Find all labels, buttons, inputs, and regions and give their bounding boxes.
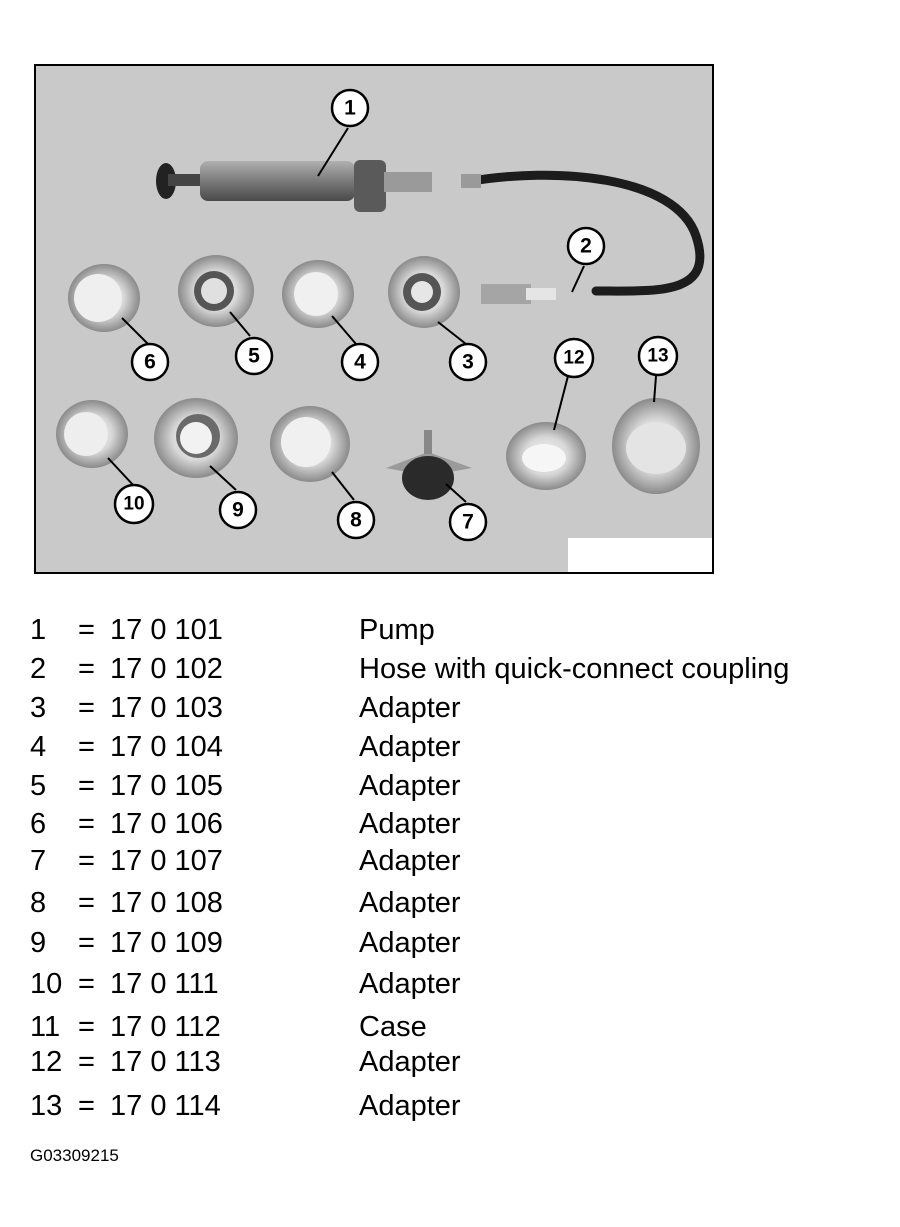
legend-equals: = bbox=[78, 845, 95, 877]
legend-number: 1 bbox=[30, 614, 47, 646]
legend-equals: = bbox=[78, 887, 95, 919]
legend-part-number: 17 0 113 bbox=[110, 1046, 221, 1078]
legend-number: 13 bbox=[30, 1090, 63, 1122]
legend-part-number: 17 0 104 bbox=[110, 731, 223, 763]
callout-5-label: 5 bbox=[248, 345, 260, 368]
callout-2: 2 bbox=[566, 226, 606, 266]
legend-part-number: 17 0 105 bbox=[110, 770, 223, 802]
callout-7-label: 7 bbox=[462, 511, 474, 534]
legend-description: Case bbox=[359, 1011, 427, 1043]
legend-number: 7 bbox=[30, 845, 47, 877]
legend-part-number: 17 0 102 bbox=[110, 653, 223, 685]
legend-equals: = bbox=[78, 927, 95, 959]
legend-number: 12 bbox=[30, 1046, 63, 1078]
callout-10: 10 bbox=[113, 483, 155, 525]
callout-9-label: 9 bbox=[232, 499, 244, 522]
callout-4: 4 bbox=[340, 342, 380, 382]
legend-description: Adapter bbox=[359, 1046, 461, 1078]
legend-description: Adapter bbox=[359, 770, 461, 802]
callout-8-label: 8 bbox=[350, 509, 362, 532]
legend-equals: = bbox=[78, 808, 95, 840]
legend-number: 6 bbox=[30, 808, 47, 840]
legend-description: Hose with quick-connect coupling bbox=[359, 653, 790, 685]
legend-part-number: 17 0 106 bbox=[110, 808, 223, 840]
legend-part-number: 17 0 108 bbox=[110, 887, 223, 919]
callout-12: 12 bbox=[553, 337, 595, 379]
callout-2-label: 2 bbox=[580, 235, 592, 258]
legend-number: 2 bbox=[30, 653, 47, 685]
illustration-canvas: 1 2 3 4 5 6 7 8 9 10 12 bbox=[56, 88, 712, 572]
legend-number: 11 bbox=[30, 1011, 61, 1043]
legend-description: Adapter bbox=[359, 927, 461, 959]
legend-number: 10 bbox=[30, 968, 63, 1000]
callout-12-label: 12 bbox=[563, 348, 584, 369]
legend-part-number: 17 0 101 bbox=[110, 614, 223, 646]
legend-part-number: 17 0 114 bbox=[110, 1090, 221, 1122]
callout-1: 1 bbox=[330, 88, 370, 128]
legend-number: 4 bbox=[30, 731, 47, 763]
legend-equals: = bbox=[78, 614, 95, 646]
adapters-row-2 bbox=[56, 398, 700, 500]
callout-9: 9 bbox=[218, 490, 258, 530]
legend-description: Adapter bbox=[359, 731, 461, 763]
callout-13: 13 bbox=[637, 335, 679, 377]
legend-equals: = bbox=[78, 1011, 95, 1043]
legend-part-number: 17 0 107 bbox=[110, 845, 223, 877]
callout-6: 6 bbox=[130, 342, 170, 382]
legend-equals: = bbox=[78, 1046, 95, 1078]
callout-13-label: 13 bbox=[647, 346, 668, 367]
legend-part-number: 17 0 109 bbox=[110, 927, 223, 959]
legend-equals: = bbox=[78, 770, 95, 802]
callout-3-label: 3 bbox=[462, 351, 474, 374]
callout-7: 7 bbox=[448, 502, 488, 542]
callout-4-label: 4 bbox=[354, 351, 366, 374]
legend-number: 5 bbox=[30, 770, 47, 802]
callout-1-label: 1 bbox=[344, 97, 356, 120]
legend-description: Adapter bbox=[359, 968, 461, 1000]
callout-5: 5 bbox=[234, 336, 274, 376]
legend-equals: = bbox=[78, 968, 95, 1000]
figure-id: G03309215 bbox=[30, 1146, 119, 1165]
legend-description: Pump bbox=[359, 614, 435, 646]
legend-description: Adapter bbox=[359, 1090, 461, 1122]
legend-equals: = bbox=[78, 692, 95, 724]
legend-equals: = bbox=[78, 731, 95, 763]
callout-8: 8 bbox=[336, 500, 376, 540]
legend-description: Adapter bbox=[359, 845, 461, 877]
callout-10-label: 10 bbox=[123, 494, 144, 515]
legend-number: 9 bbox=[30, 927, 47, 959]
pump-drawing bbox=[156, 160, 432, 212]
legend-part-number: 17 0 103 bbox=[110, 692, 223, 724]
legend-description: Adapter bbox=[359, 692, 461, 724]
adapters-row-1 bbox=[68, 255, 460, 332]
legend-part-number: 17 0 111 bbox=[110, 968, 219, 1000]
label-patch bbox=[568, 538, 712, 572]
legend-equals: = bbox=[78, 1090, 95, 1122]
leader-lines bbox=[107, 127, 657, 503]
tool-set-illustration: 1 2 3 4 5 6 7 8 9 10 12 bbox=[34, 64, 714, 574]
legend-number: 3 bbox=[30, 692, 47, 724]
legend-description: Adapter bbox=[359, 887, 461, 919]
hose-drawing bbox=[461, 170, 705, 304]
callout-6-label: 6 bbox=[144, 351, 156, 374]
legend-description: Adapter bbox=[359, 808, 461, 840]
callout-3: 3 bbox=[448, 342, 488, 382]
legend-number: 8 bbox=[30, 887, 47, 919]
legend-part-number: 17 0 112 bbox=[110, 1011, 221, 1043]
legend-equals: = bbox=[78, 653, 95, 685]
